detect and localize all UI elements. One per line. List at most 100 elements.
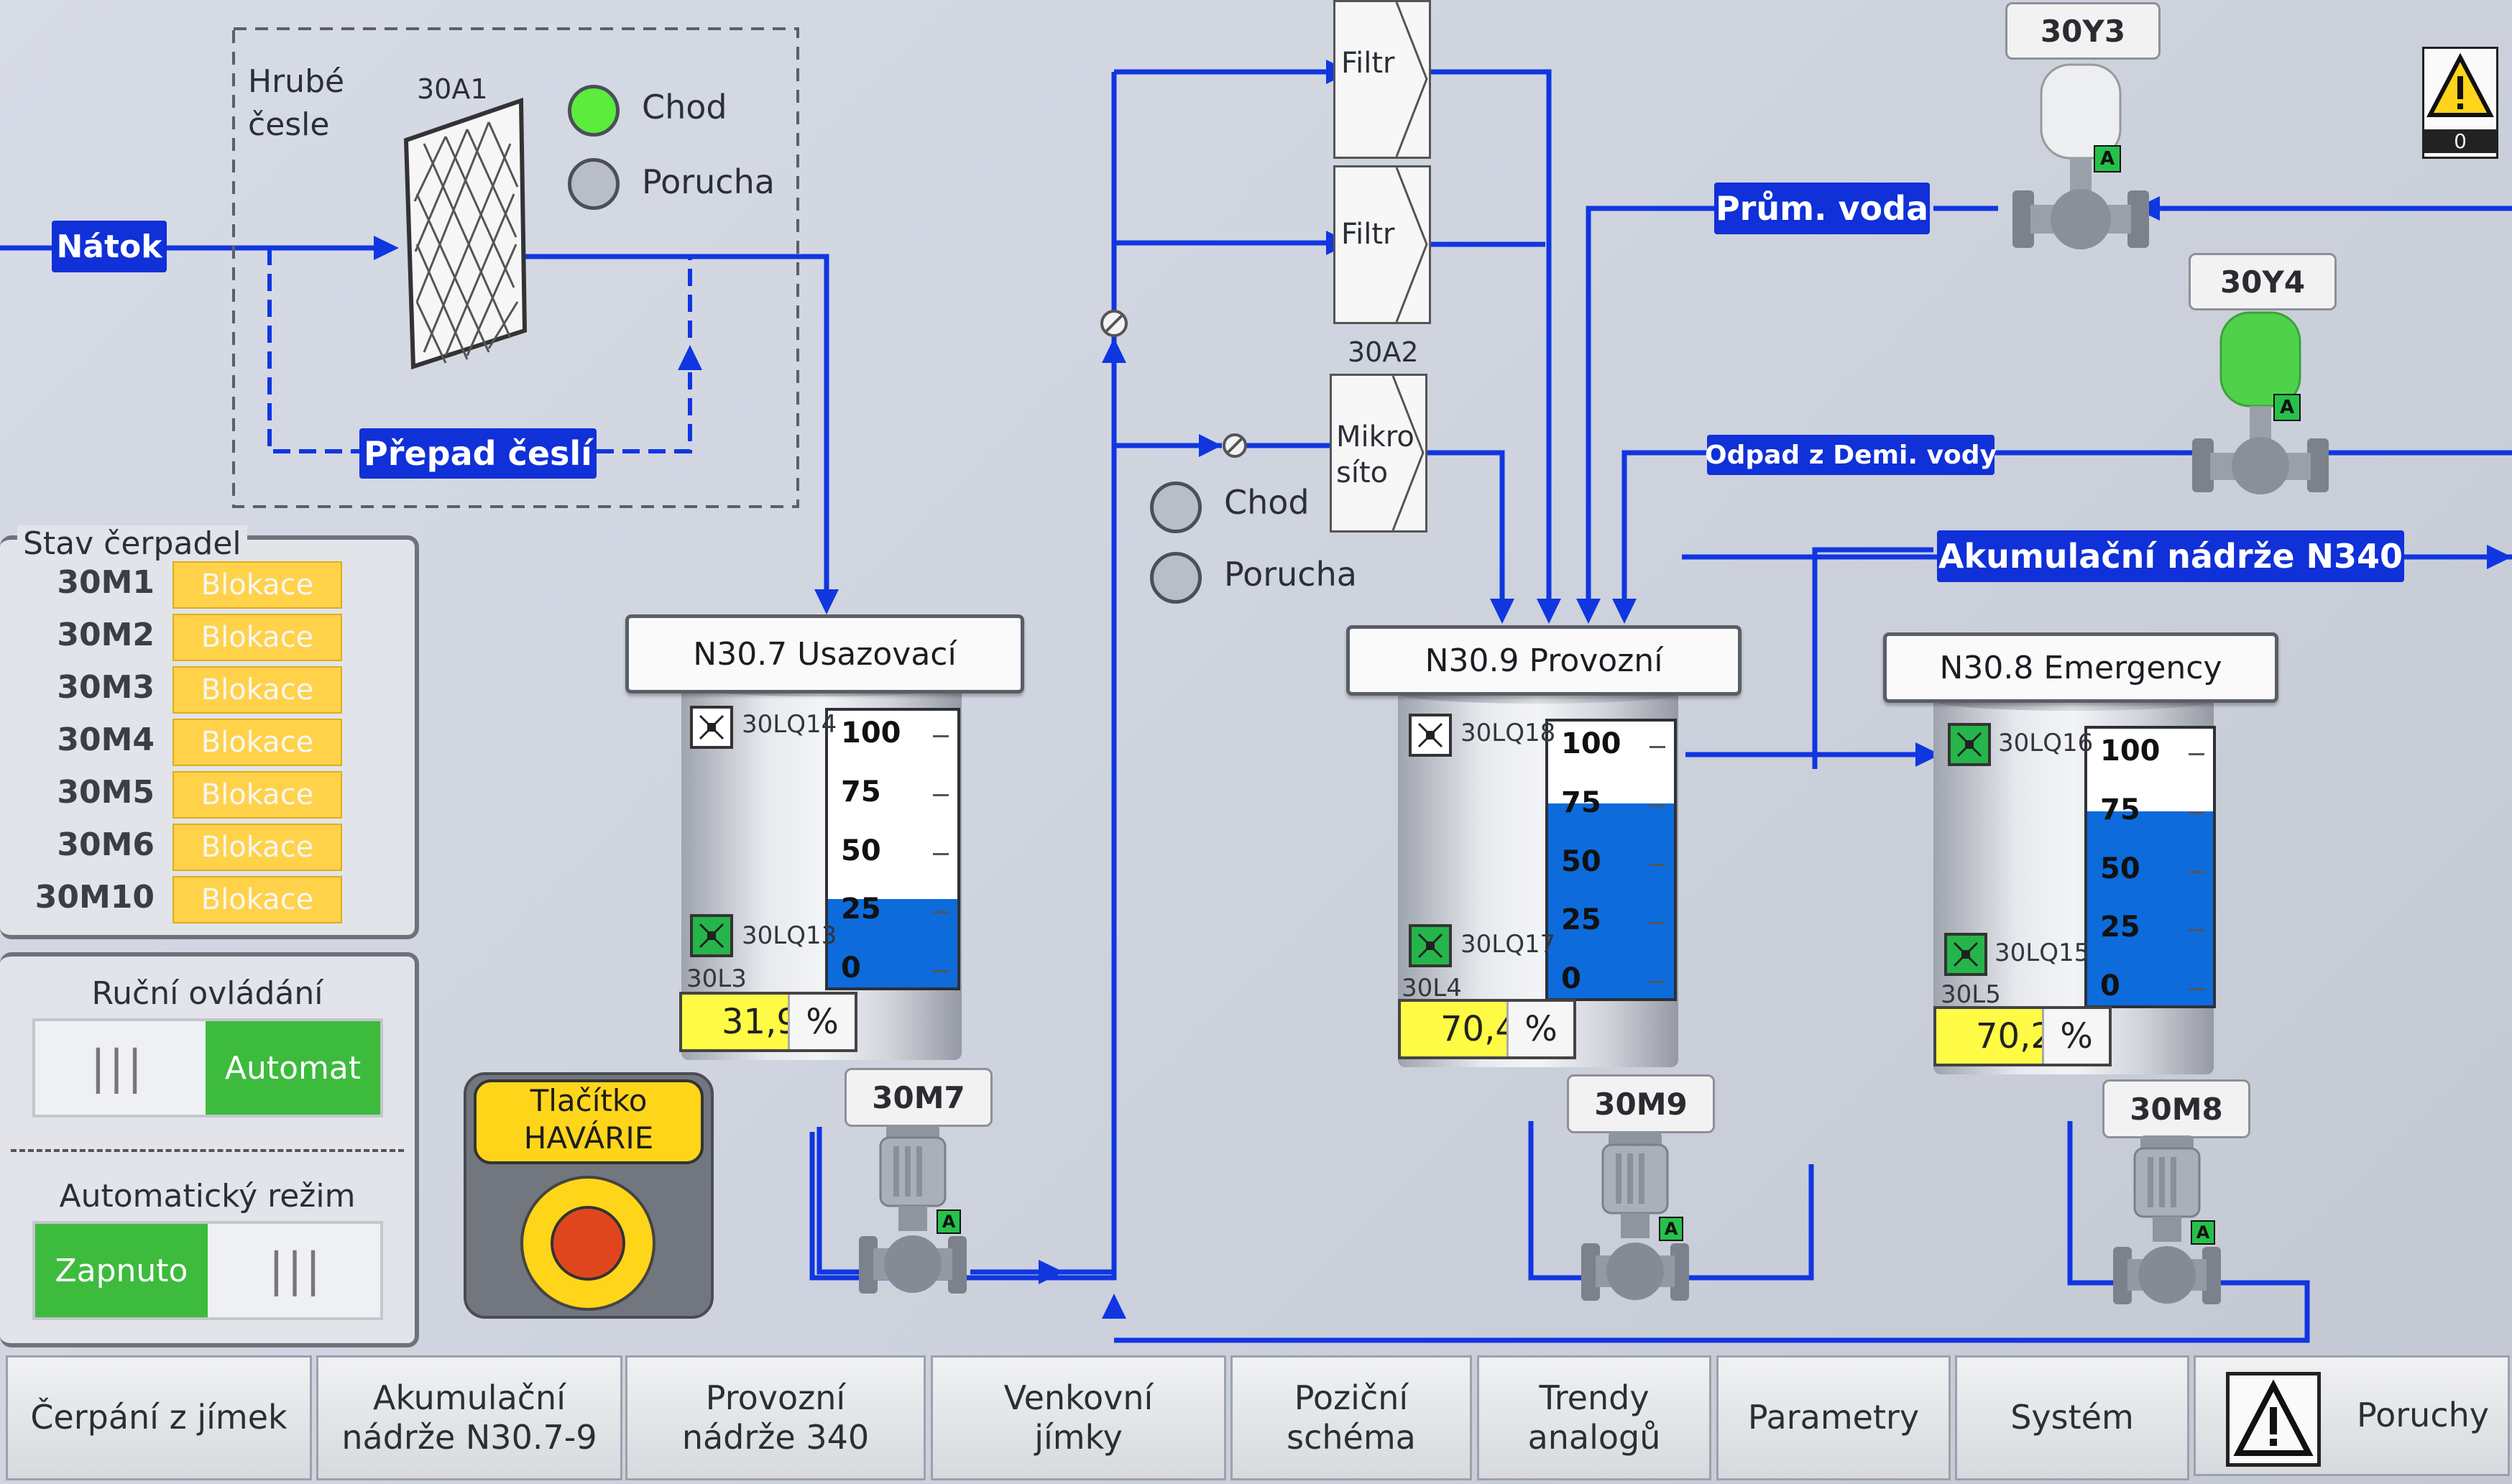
manual-control-toggle[interactable]: ||| Automat [32, 1018, 383, 1117]
microsieve-device-id: 30A2 [1348, 336, 1419, 368]
auto-mode-toggle[interactable]: Zapnuto ||| [32, 1221, 383, 1320]
gauge-tick [2189, 988, 2204, 990]
high-level-switch-label: 30LQ18 [1460, 719, 1556, 747]
auto-badge-icon: A [2191, 1220, 2215, 1245]
automat-segment[interactable]: Automat [206, 1021, 380, 1115]
valve-30y4[interactable]: A [2189, 309, 2332, 496]
nav-label: Systém [2010, 1398, 2134, 1437]
tank-name-label: N30.8 Emergency [1883, 632, 2278, 703]
pump-name: 30M6 [57, 826, 155, 863]
pump-block-status[interactable]: Blokace [172, 666, 342, 714]
pump-tag: 30M9 [1567, 1074, 1715, 1133]
gauge-tick [2189, 753, 2204, 755]
pump-block-status[interactable]: Blokace [172, 561, 342, 609]
auto-on-segment[interactable]: Zapnuto [35, 1224, 208, 1317]
filter-chevron-icon [1391, 376, 1425, 530]
level-switch-icon [1944, 933, 1987, 976]
pump-tag: 30M8 [2102, 1079, 2250, 1138]
gauge-scale-label: 50 [2100, 852, 2140, 885]
nav-pumping-from-sumps[interactable]: Čerpání z jímek [6, 1355, 312, 1480]
filter-2-label: Filtr [1341, 218, 1395, 251]
alarm-count: 0 [2424, 129, 2496, 153]
pump-block-status[interactable]: Blokace [172, 614, 342, 661]
industrial-water-label: Prům. voda [1714, 183, 1930, 234]
level-value: 31,9% [679, 992, 857, 1052]
nav-parameters[interactable]: Parametry [1716, 1355, 1951, 1480]
level-switch-icon [1948, 723, 1991, 766]
pump-name: 30M5 [57, 774, 155, 811]
gauge-tick [2189, 929, 2204, 932]
pump-status-title: Stav čerpadel [17, 525, 247, 562]
gauge-tick [1650, 981, 1665, 983]
filter-1-label: Filtr [1341, 47, 1395, 80]
manual-control-title: Ruční ovládání [91, 975, 323, 1012]
level-switch-icon [1409, 714, 1452, 757]
nav-label: Čerpání z jímek [30, 1398, 287, 1437]
gauge-tick [1650, 863, 1665, 866]
gauge-scale-label: 75 [2100, 793, 2140, 826]
gauge-tick [1650, 804, 1665, 807]
nav-label: Trendy [1539, 1378, 1650, 1417]
microsieve-run-indicator-icon [1150, 481, 1202, 533]
tank-name-label: N30.9 Provozní [1346, 625, 1742, 696]
gauge-tick [933, 735, 949, 737]
nav-system[interactable]: Systém [1955, 1355, 2189, 1480]
alarm-indicator[interactable]: 0 [2422, 47, 2498, 159]
high-level-switch-label: 30LQ14 [742, 710, 837, 739]
manual-off-segment[interactable]: ||| [90, 1041, 146, 1094]
gauge-scale-label: 0 [841, 951, 861, 985]
microsieve-run-label: Chod [1224, 483, 1310, 522]
nav-label-2: jímky [1034, 1418, 1123, 1457]
nav-label-2: nádrže 340 [681, 1418, 870, 1457]
auto-badge-icon: A [2273, 394, 2301, 421]
demi-waste-label: Odpad z Demi. vody [1705, 435, 1997, 475]
nav-label: Poruchy [2357, 1396, 2489, 1435]
emergency-panel: Tlačítko HAVÁRIE [464, 1072, 714, 1319]
run-label: Chod [642, 88, 727, 126]
nav-label-2: analogů [1527, 1418, 1661, 1457]
nav-faults[interactable]: Poruchy [2194, 1355, 2510, 1476]
pump-block-status[interactable]: Blokace [172, 876, 342, 923]
pump-icon [859, 1125, 967, 1294]
level-value-number: 31,9 [722, 1002, 799, 1042]
pump-block-status[interactable]: Blokace [172, 719, 342, 766]
emergency-stop-button[interactable] [520, 1176, 655, 1311]
pump-icon [1581, 1132, 1689, 1301]
level-value: 70,2% [1933, 1006, 2112, 1066]
nav-label: Provozní [705, 1378, 846, 1417]
gauge-tick [933, 852, 949, 855]
screen-device-id: 30A1 [417, 73, 488, 105]
pump-block-status[interactable]: Blokace [172, 771, 342, 819]
pump[interactable]: A [859, 1125, 967, 1304]
auto-off-segment[interactable]: ||| [268, 1244, 324, 1297]
pump[interactable]: A [1581, 1132, 1689, 1312]
pump-status-row: 30M5 Blokace [0, 771, 402, 821]
gauge-tick [933, 970, 949, 972]
run-indicator-icon [568, 85, 620, 137]
level-sensor-label: 30L3 [686, 964, 747, 993]
pump-block-status[interactable]: Blokace [172, 824, 342, 871]
overflow-label: Přepad česlí [359, 428, 597, 479]
valve-30y4-tag: 30Y4 [2189, 253, 2337, 310]
gauge-tick [933, 911, 949, 914]
pump[interactable]: A [2113, 1135, 2221, 1315]
gauge-scale-label: 100 [841, 716, 901, 750]
valve-30y3[interactable]: A [2009, 57, 2153, 252]
emergency-label: Tlačítko HAVÁRIE [474, 1079, 704, 1164]
pump-name: 30M2 [57, 617, 155, 653]
level-switch-icon [690, 914, 733, 957]
level-switch-icon [1409, 924, 1452, 967]
microsieve: Mikro síto [1330, 374, 1427, 533]
gauge-tick [2189, 870, 2204, 873]
pump-status-row: 30M6 Blokace [0, 824, 402, 874]
